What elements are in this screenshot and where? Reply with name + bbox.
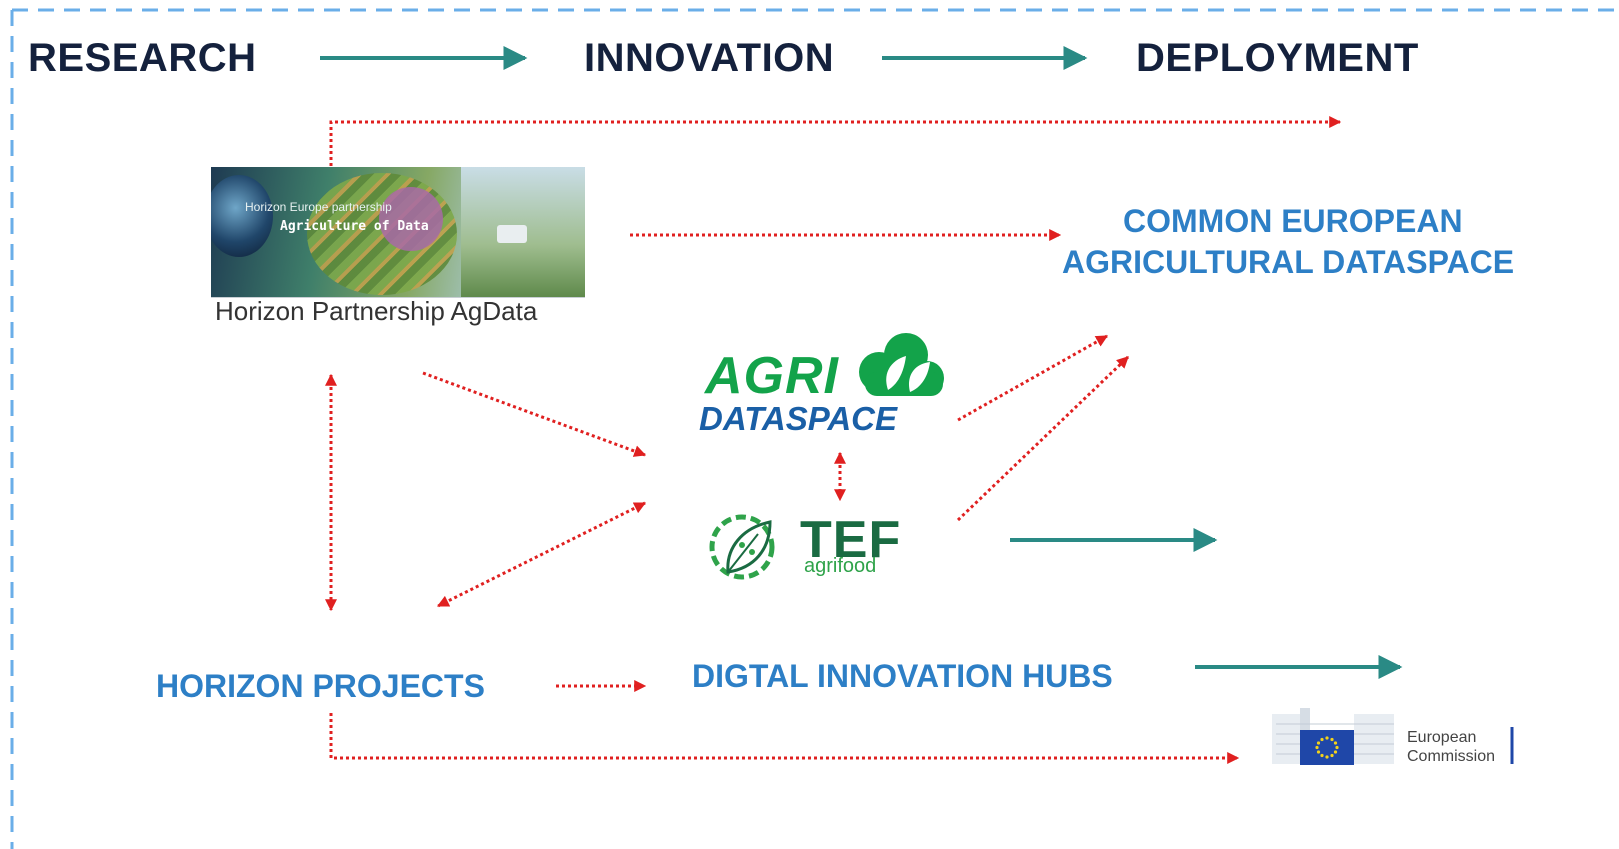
dotted-partnership-to-deployment <box>329 116 1342 166</box>
drone-icon <box>497 225 527 243</box>
horizon-projects-label: HORIZON PROJECTS <box>156 668 485 704</box>
common-dataspace-line1: COMMON EUROPEAN <box>1123 203 1463 239</box>
dotted-tef-projects-link <box>436 501 647 608</box>
agri-leaf-cloud-icon <box>859 333 944 396</box>
ec-logo-line2: Commission <box>1407 748 1496 765</box>
ec-logo-line1: European <box>1407 729 1477 746</box>
eu-flag-icon <box>1300 730 1354 765</box>
dotted-tef-to-dataspace <box>956 355 1130 522</box>
eu-stars-icon <box>1315 736 1339 759</box>
earth-globe-graphic <box>211 175 273 257</box>
stage-research-heading: RESEARCH <box>28 36 257 80</box>
horizon-partnership-image <box>211 167 585 298</box>
dotted-projects-to-deployment <box>329 713 1240 764</box>
stage-innovation-heading: INNOVATION <box>584 36 835 80</box>
tef-logo-agrifood: agrifood <box>804 555 877 577</box>
partnership-image-caption-1: Horizon Europe partnership <box>245 200 392 214</box>
dotted-partnership-to-agridataspace <box>422 371 647 457</box>
horizon-partnership-label: Horizon Partnership AgData <box>215 296 538 326</box>
purple-circle-graphic <box>379 187 443 251</box>
agridataspace-logo-dataspace: DATASPACE <box>699 400 897 437</box>
stage-deployment-heading: DEPLOYMENT <box>1136 36 1419 80</box>
digital-innovation-hubs-label: DIGTAL INNOVATION HUBS <box>692 658 1113 694</box>
common-dataspace-line2: AGRICULTURAL DATASPACE <box>1062 244 1515 280</box>
partnership-image-caption-2: Agriculture of Data <box>280 219 429 234</box>
dotted-agridataspace-to-dataspace <box>957 334 1109 422</box>
agridataspace-logo-agri: AGRI <box>705 347 839 405</box>
tef-logo-tef: TEF <box>800 511 902 569</box>
tef-gear-icon <box>709 514 775 580</box>
european-commission-logo <box>1272 708 1514 765</box>
